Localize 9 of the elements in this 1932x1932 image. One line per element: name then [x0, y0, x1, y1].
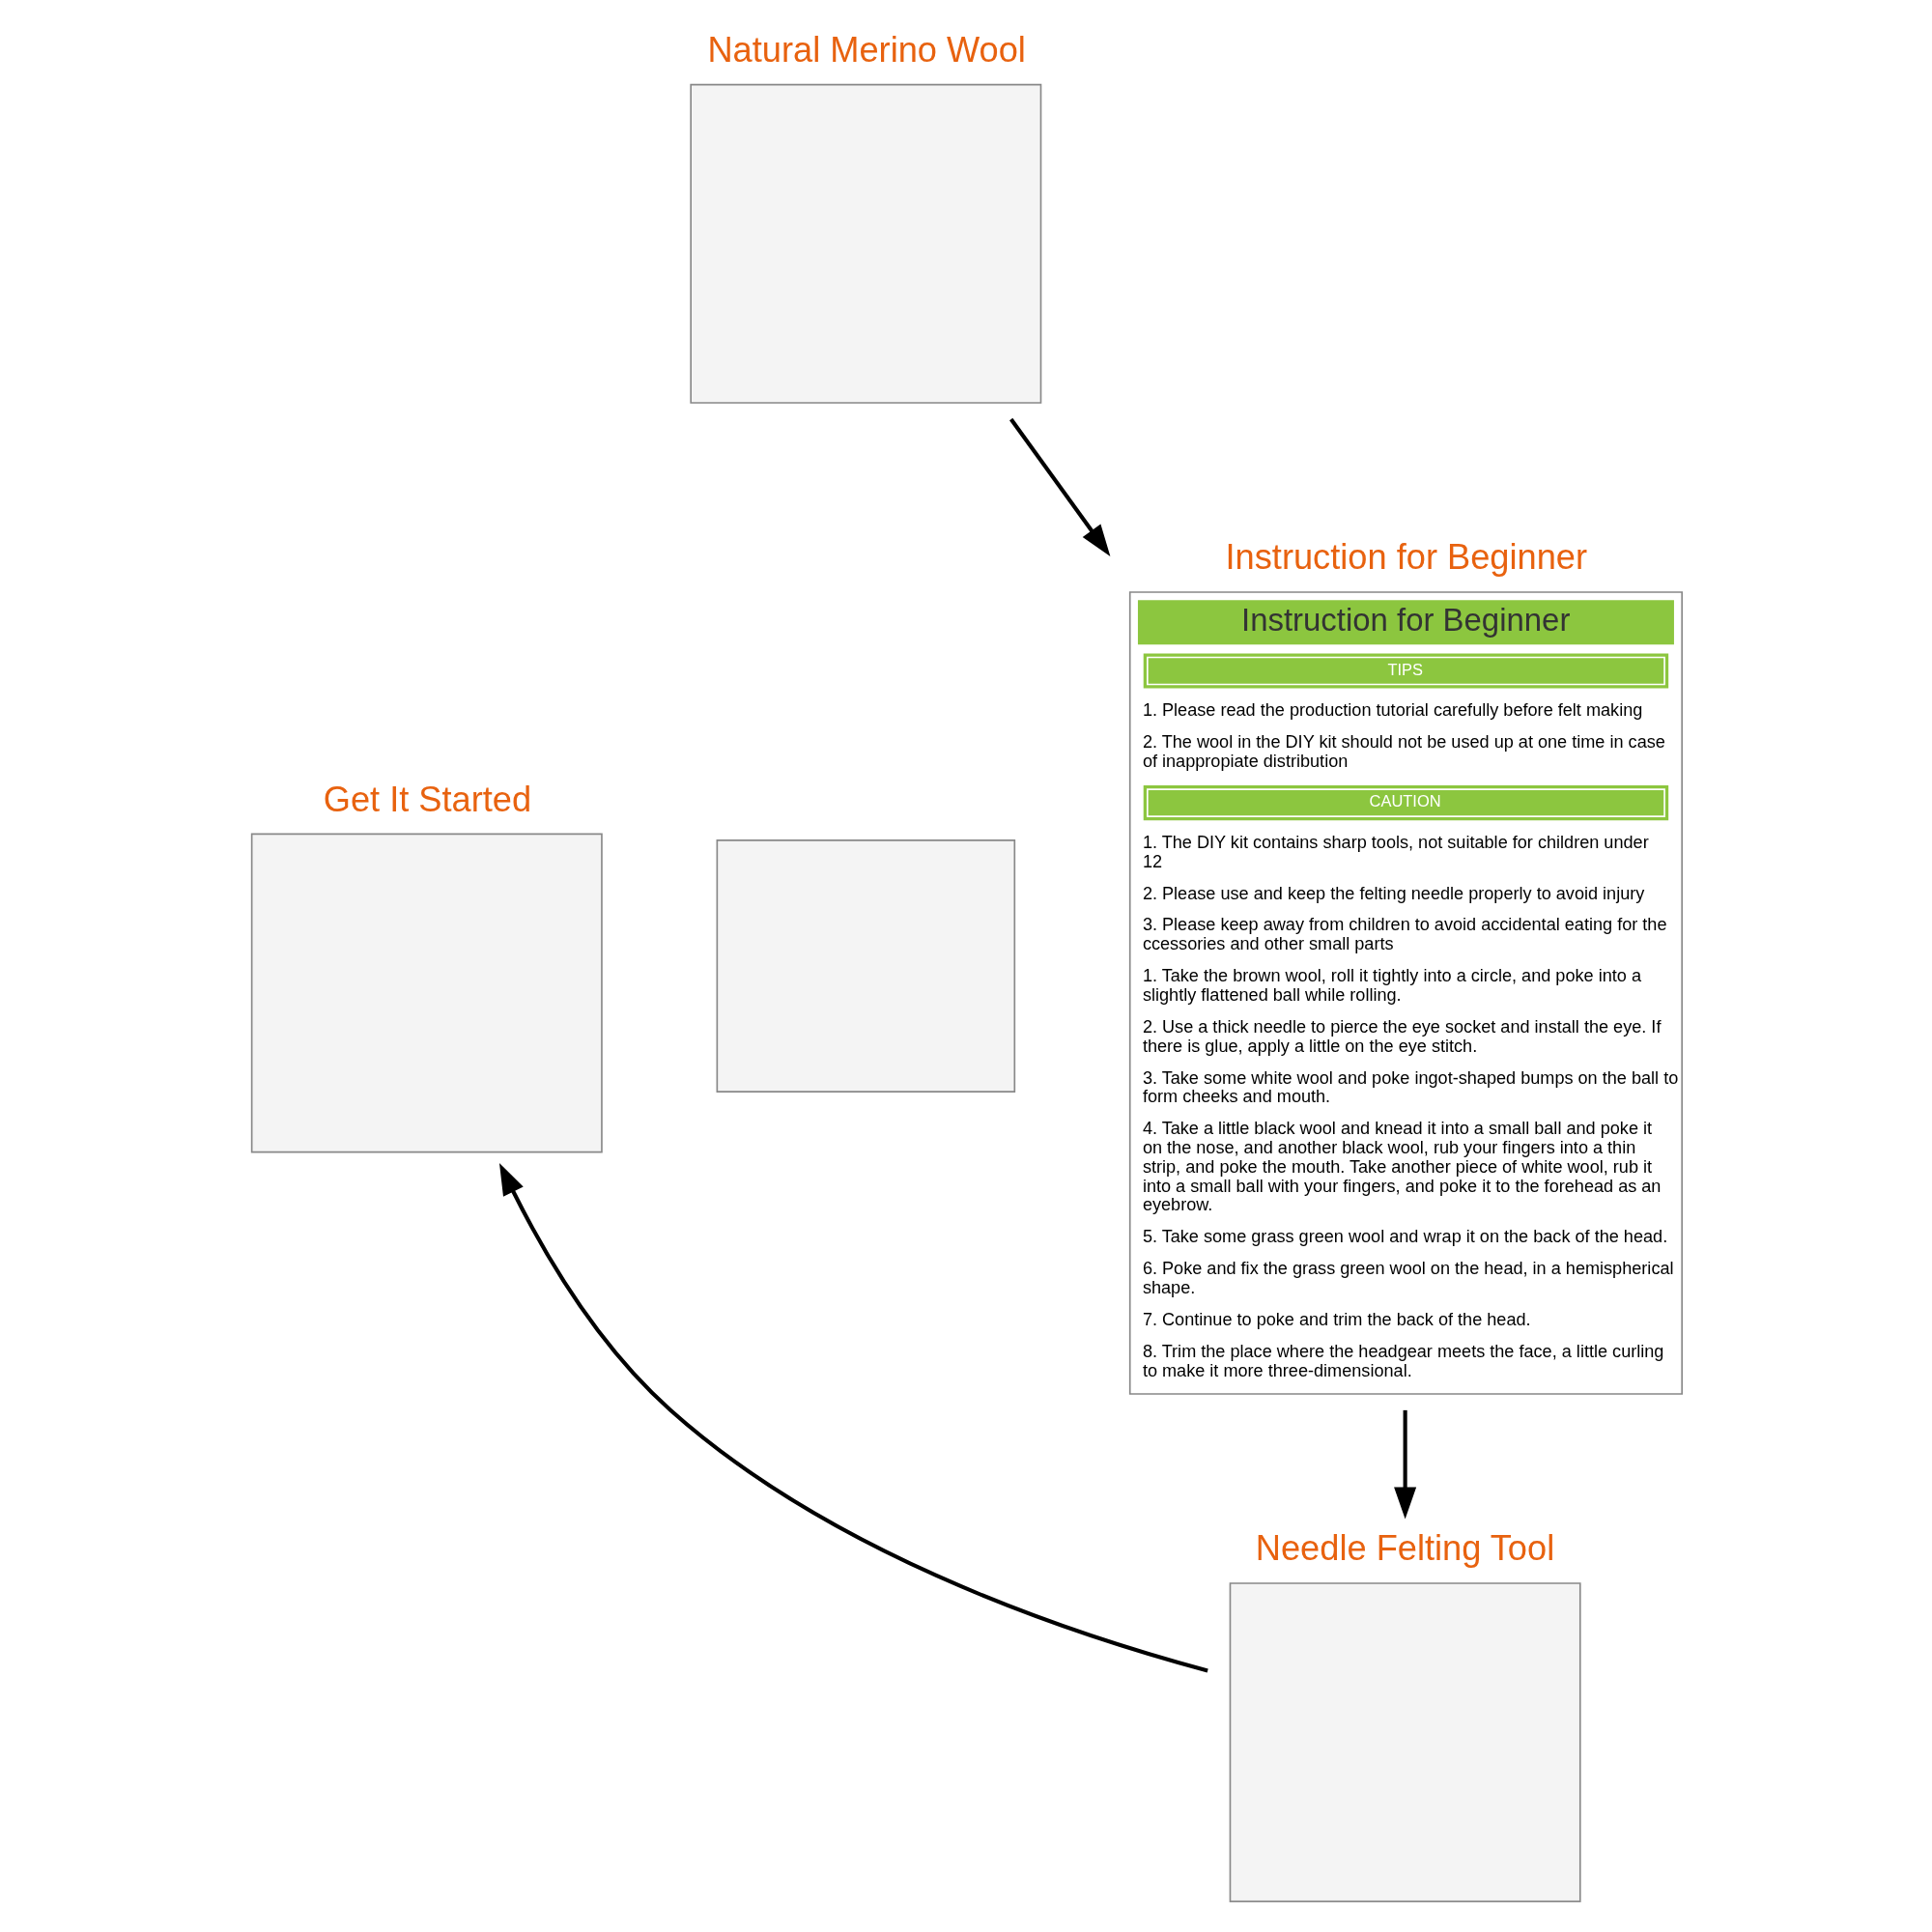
arrow — [1009, 417, 1110, 557]
arrow — [1393, 1409, 1416, 1520]
arrow — [498, 1162, 1208, 1673]
node-label: Natural Merino Wool — [706, 29, 1026, 70]
node-label: Get It Started — [323, 779, 531, 819]
node-label: Needle Felting Tool — [1255, 1528, 1554, 1569]
node-label: Instruction for Beginner — [1225, 537, 1587, 578]
node-box: Instruction for Beginner TIPS 1. Please read the production tutorial carefully before felt making 2. The wool in the DIY kit should not be used up at one time in case of inappropiate distribution CAUTION 1. The DIY kit contains sharp tools, not suitable for children under 12 2. Please use and keep the felting needle properly to avoid injury 3. Please keep away from children to avoid accidental eating for the ccessories and other small parts 1. Take the brown wool, roll it tightly into a circle, and poke into a slightly flattened ball while rolling. 2. Use a thick needle to pierce the eye socket and install the eye. If there is glue, apply a little on the eye stitch. 3. Take some white wool and poke ingot-shaped bumps on the ball to form cheeks and mouth. 4. Take a little black wool and knead it into a small ball and poke it on the nose, and another black wool, rub your fingers into a thin strip, and poke the mouth. Take another piece of white wool, rub it into a small ball with your fingers, and poke it to the forehead as an eyebrow. 5. Take some grass green wool and wrap it on the back of the head. 6. Poke and fix the grass green wool on the head, in a hemispherical shape. 7. Continue to poke and trim the back of the head. 8. Trim the place where the headgear meets the face, a little curling to make it more three-dimensional. — [1128, 591, 1683, 1395]
node-box — [716, 839, 1015, 1093]
